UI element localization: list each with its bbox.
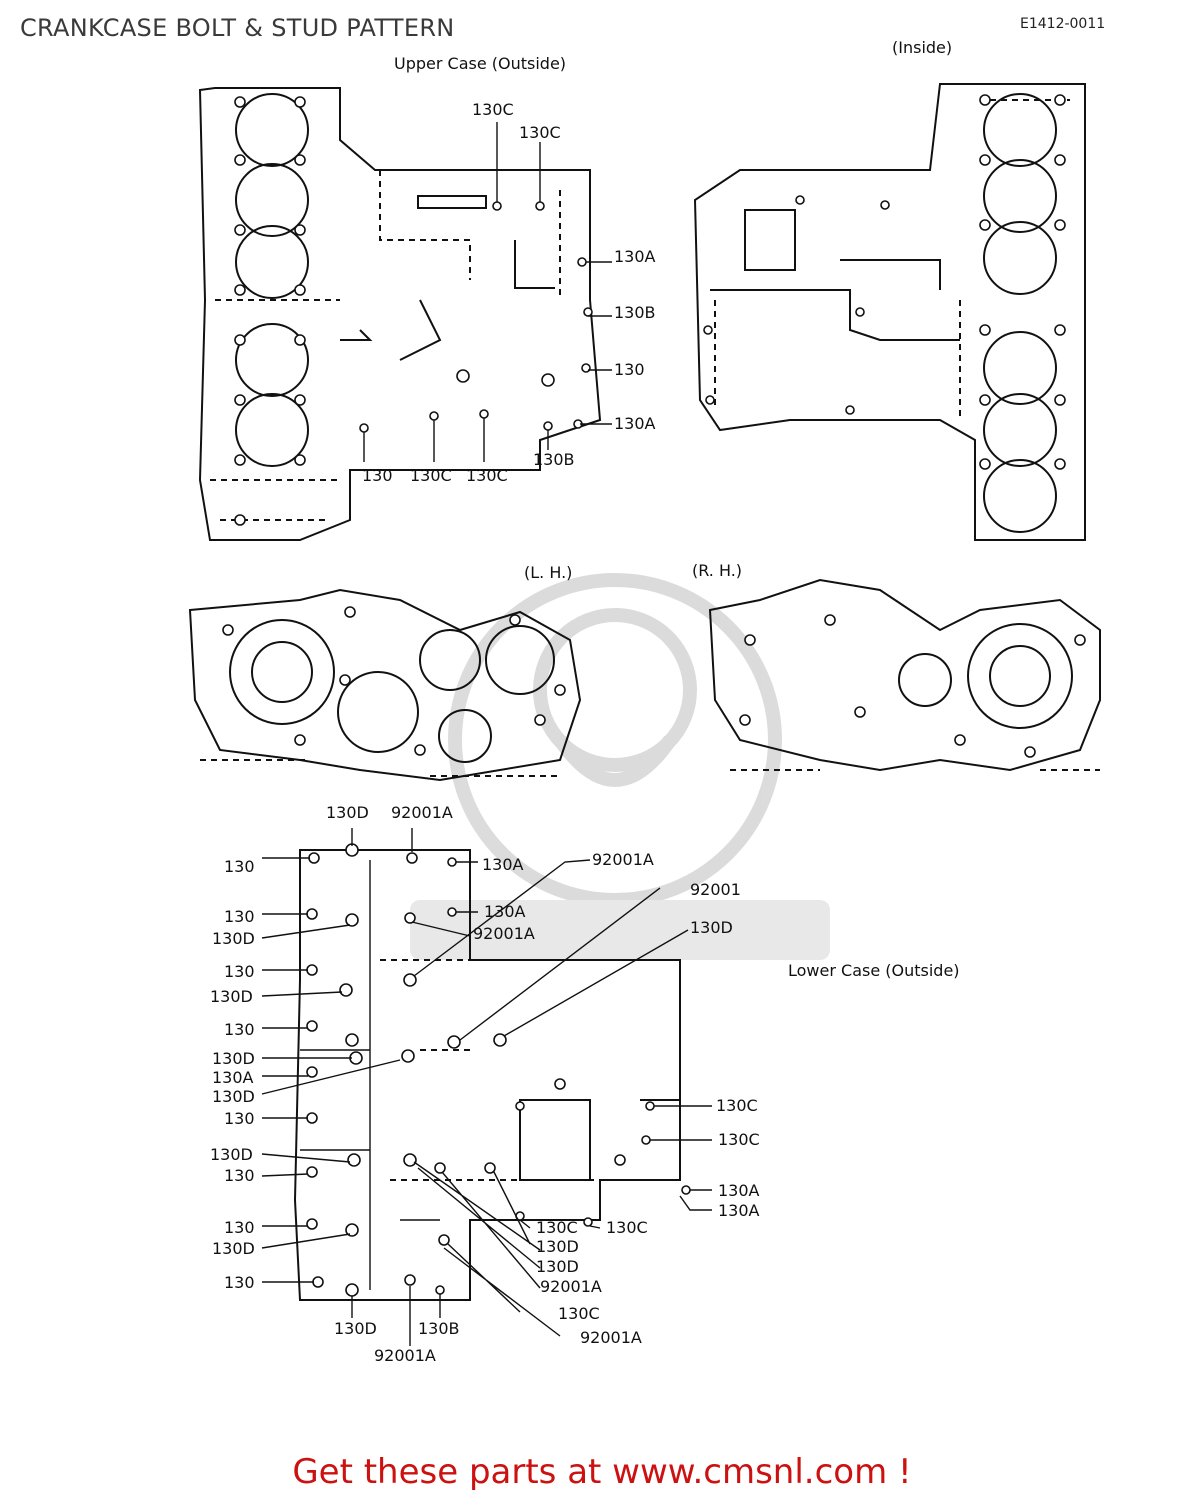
part-label: 130C <box>536 1218 578 1237</box>
view-label-upper-outside: Upper Case (Outside) <box>394 54 567 73</box>
part-label: 130D <box>210 987 253 1006</box>
part-label: 130C <box>606 1218 648 1237</box>
part-label: 130 <box>362 466 393 485</box>
part-label: 92001A <box>374 1346 436 1365</box>
part-label: 130D <box>212 1239 255 1258</box>
part-label: 130A <box>614 414 656 433</box>
part-label: 130D <box>690 918 733 937</box>
part-label: 130 <box>224 907 255 926</box>
part-label: 130C <box>466 466 508 485</box>
part-label: 130 <box>224 962 255 981</box>
part-label: 92001A <box>473 924 535 943</box>
part-label: 92001A <box>540 1277 602 1296</box>
upper-case-outside-drawing <box>198 87 612 541</box>
view-label-inside: (Inside) <box>892 38 953 57</box>
part-label: 130A <box>482 855 524 874</box>
cms-watermark-logo <box>410 573 830 960</box>
part-label: 130A <box>718 1181 760 1200</box>
part-label: 130A <box>484 902 526 921</box>
part-label: 130B <box>418 1319 460 1338</box>
view-label-left-hand: (L. H.) <box>524 563 573 582</box>
part-label: 130C <box>410 466 452 485</box>
footer-link[interactable]: Get these parts at www.cmsnl.com ! <box>292 1452 912 1492</box>
part-label: 130B <box>614 303 656 322</box>
part-label: 130 <box>224 1020 255 1039</box>
part-label: 92001 <box>690 880 741 899</box>
part-label: 130D <box>326 803 369 822</box>
part-label: 92001A <box>592 850 654 869</box>
part-label: 130C <box>718 1130 760 1149</box>
part-label: 130C <box>519 123 561 142</box>
part-label: 130 <box>224 1218 255 1237</box>
view-label-right-hand: (R. H.) <box>692 561 743 580</box>
part-label: 130D <box>536 1237 579 1256</box>
right-hand-side-drawing <box>708 578 1101 772</box>
part-label: 92001A <box>391 803 453 822</box>
part-label: 130 <box>224 857 255 876</box>
part-label: 130D <box>212 929 255 948</box>
part-label: 130C <box>716 1096 758 1115</box>
part-label: 130D <box>212 1049 255 1068</box>
part-label: 130B <box>533 450 575 469</box>
part-label: 130A <box>718 1201 760 1220</box>
part-label: 92001A <box>580 1328 642 1347</box>
part-label: 130 <box>614 360 645 379</box>
part-label: 130D <box>536 1257 579 1276</box>
part-label: 130 <box>224 1166 255 1185</box>
view-label-lower-outside: Lower Case (Outside) <box>788 961 960 980</box>
part-label: 130 <box>224 1273 255 1292</box>
part-label: 130C <box>558 1304 600 1323</box>
page-title: CRANKCASE BOLT & STUD PATTERN <box>20 14 455 42</box>
part-label: 130 <box>224 1109 255 1128</box>
part-label: 130D <box>210 1145 253 1164</box>
part-label: 130C <box>472 100 514 119</box>
part-label: 130D <box>334 1319 377 1338</box>
part-label: 130D <box>212 1087 255 1106</box>
part-label: 130A <box>212 1068 254 1087</box>
left-hand-side-drawing <box>188 588 582 782</box>
part-label: 130A <box>614 247 656 266</box>
upper-case-inside-drawing <box>693 83 1086 541</box>
lower-case-outside-drawing <box>261 828 712 1346</box>
reference-code: E1412-0011 <box>1020 16 1106 32</box>
